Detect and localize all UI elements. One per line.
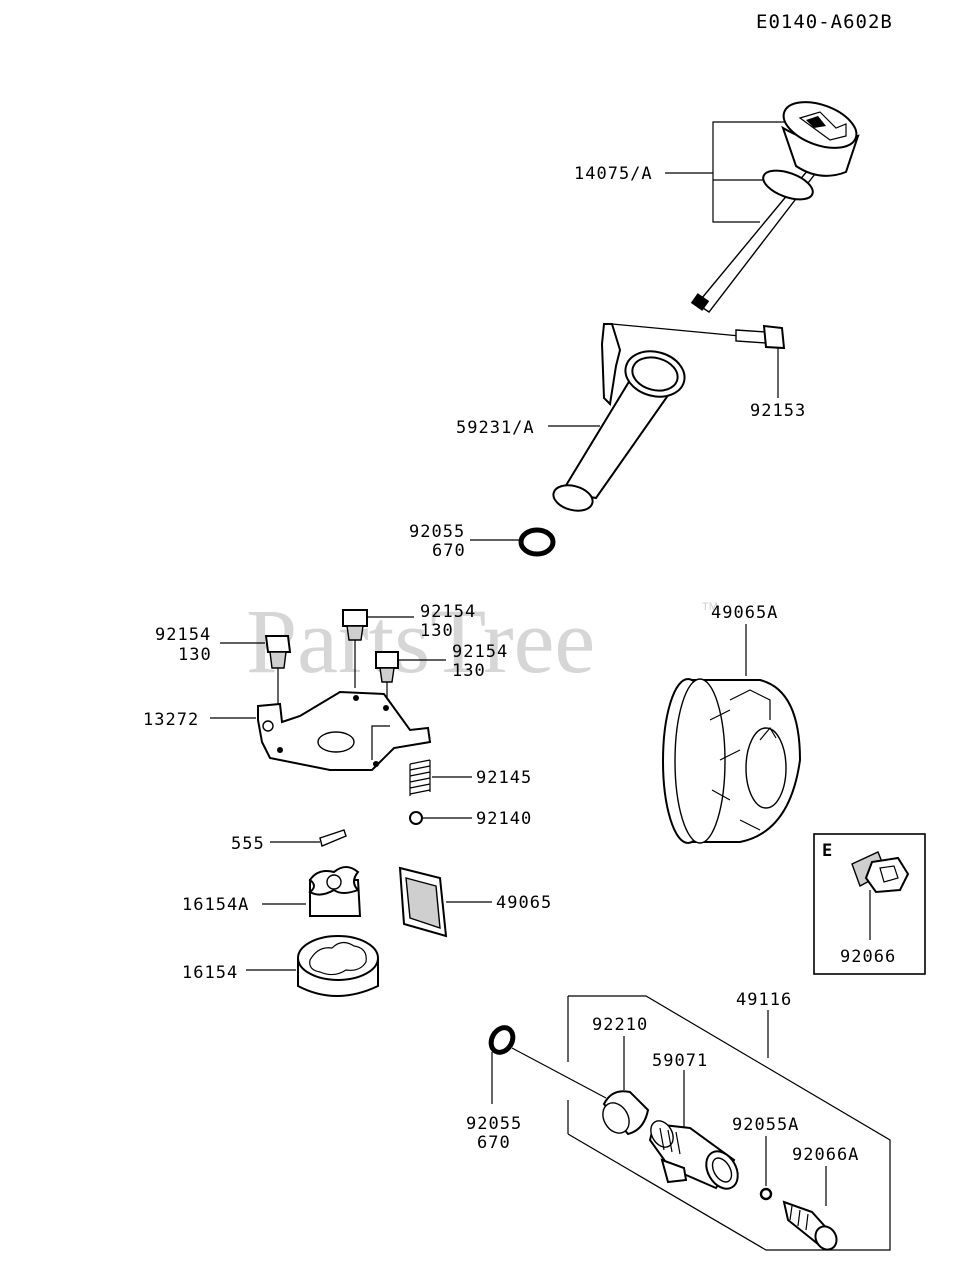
label-13272: 13272	[143, 710, 199, 730]
diagram-code: E0140-A602B	[756, 11, 893, 33]
label-92153: 92153	[750, 401, 806, 421]
label-92055-upper: 92055	[409, 522, 465, 542]
label-92055-lower-sub: 670	[477, 1133, 511, 1153]
oil-filter-49065a[interactable]	[662, 624, 802, 844]
bolt-92154-a[interactable]	[220, 635, 292, 706]
inset-letter: E	[822, 841, 833, 861]
bolt-92154-c[interactable]	[375, 651, 446, 706]
label-92154-a-sub: 130	[178, 645, 212, 665]
oring-92055a[interactable]	[759, 1136, 773, 1201]
label-92055-lower: 92055	[466, 1114, 522, 1134]
label-92154-a: 92154	[155, 625, 211, 645]
label-92055a: 92055A	[732, 1115, 799, 1135]
inset-box[interactable]: E 92066	[813, 833, 926, 975]
label-92055-upper-sub: 670	[432, 541, 466, 561]
label-14075a: 14075/A	[574, 164, 653, 184]
bolt-92153[interactable]	[735, 324, 786, 398]
label-555: 555	[231, 834, 265, 854]
oring-92055-lower[interactable]	[487, 1024, 607, 1104]
label-49065: 49065	[496, 893, 552, 913]
label-92154-c-sub: 130	[452, 661, 486, 681]
screen-49065[interactable]	[398, 866, 492, 938]
assembly-49116[interactable]	[567, 995, 891, 1251]
label-16154: 16154	[182, 963, 238, 983]
label-92140: 92140	[476, 809, 532, 829]
inner-rotor-16154a[interactable]	[262, 866, 362, 917]
label-92145: 92145	[476, 768, 532, 788]
bolt-92154-b[interactable]	[342, 609, 414, 688]
watermark: PartsTree	[246, 590, 595, 692]
ball-92140[interactable]	[409, 811, 472, 825]
label-92066a: 92066A	[792, 1145, 859, 1165]
label-49116: 49116	[736, 990, 792, 1010]
spring-92145[interactable]	[409, 759, 472, 796]
label-92154-b: 92154	[420, 602, 476, 622]
fitting-59071[interactable]	[646, 1070, 744, 1194]
oil-filler-tube[interactable]	[548, 323, 741, 515]
label-92154-c: 92154	[452, 642, 508, 662]
oring-92055-upper[interactable]	[470, 527, 556, 557]
inset-part-label: 92066	[840, 947, 896, 967]
outer-rotor-16154[interactable]	[246, 935, 379, 997]
dipstick-part[interactable]	[665, 93, 863, 313]
label-92154-b-sub: 130	[420, 621, 454, 641]
plate-13272[interactable]	[210, 690, 432, 771]
label-59071: 59071	[652, 1051, 708, 1071]
label-49065a: 49065A	[711, 603, 778, 623]
watermark-tm: TM	[702, 601, 718, 613]
pin-555[interactable]	[270, 829, 347, 847]
label-59231a: 59231/A	[456, 418, 535, 438]
label-16154a: 16154A	[182, 895, 249, 915]
plug-92066a[interactable]	[782, 1166, 841, 1253]
label-92210: 92210	[592, 1015, 648, 1035]
nut-92210[interactable]	[598, 1036, 650, 1138]
